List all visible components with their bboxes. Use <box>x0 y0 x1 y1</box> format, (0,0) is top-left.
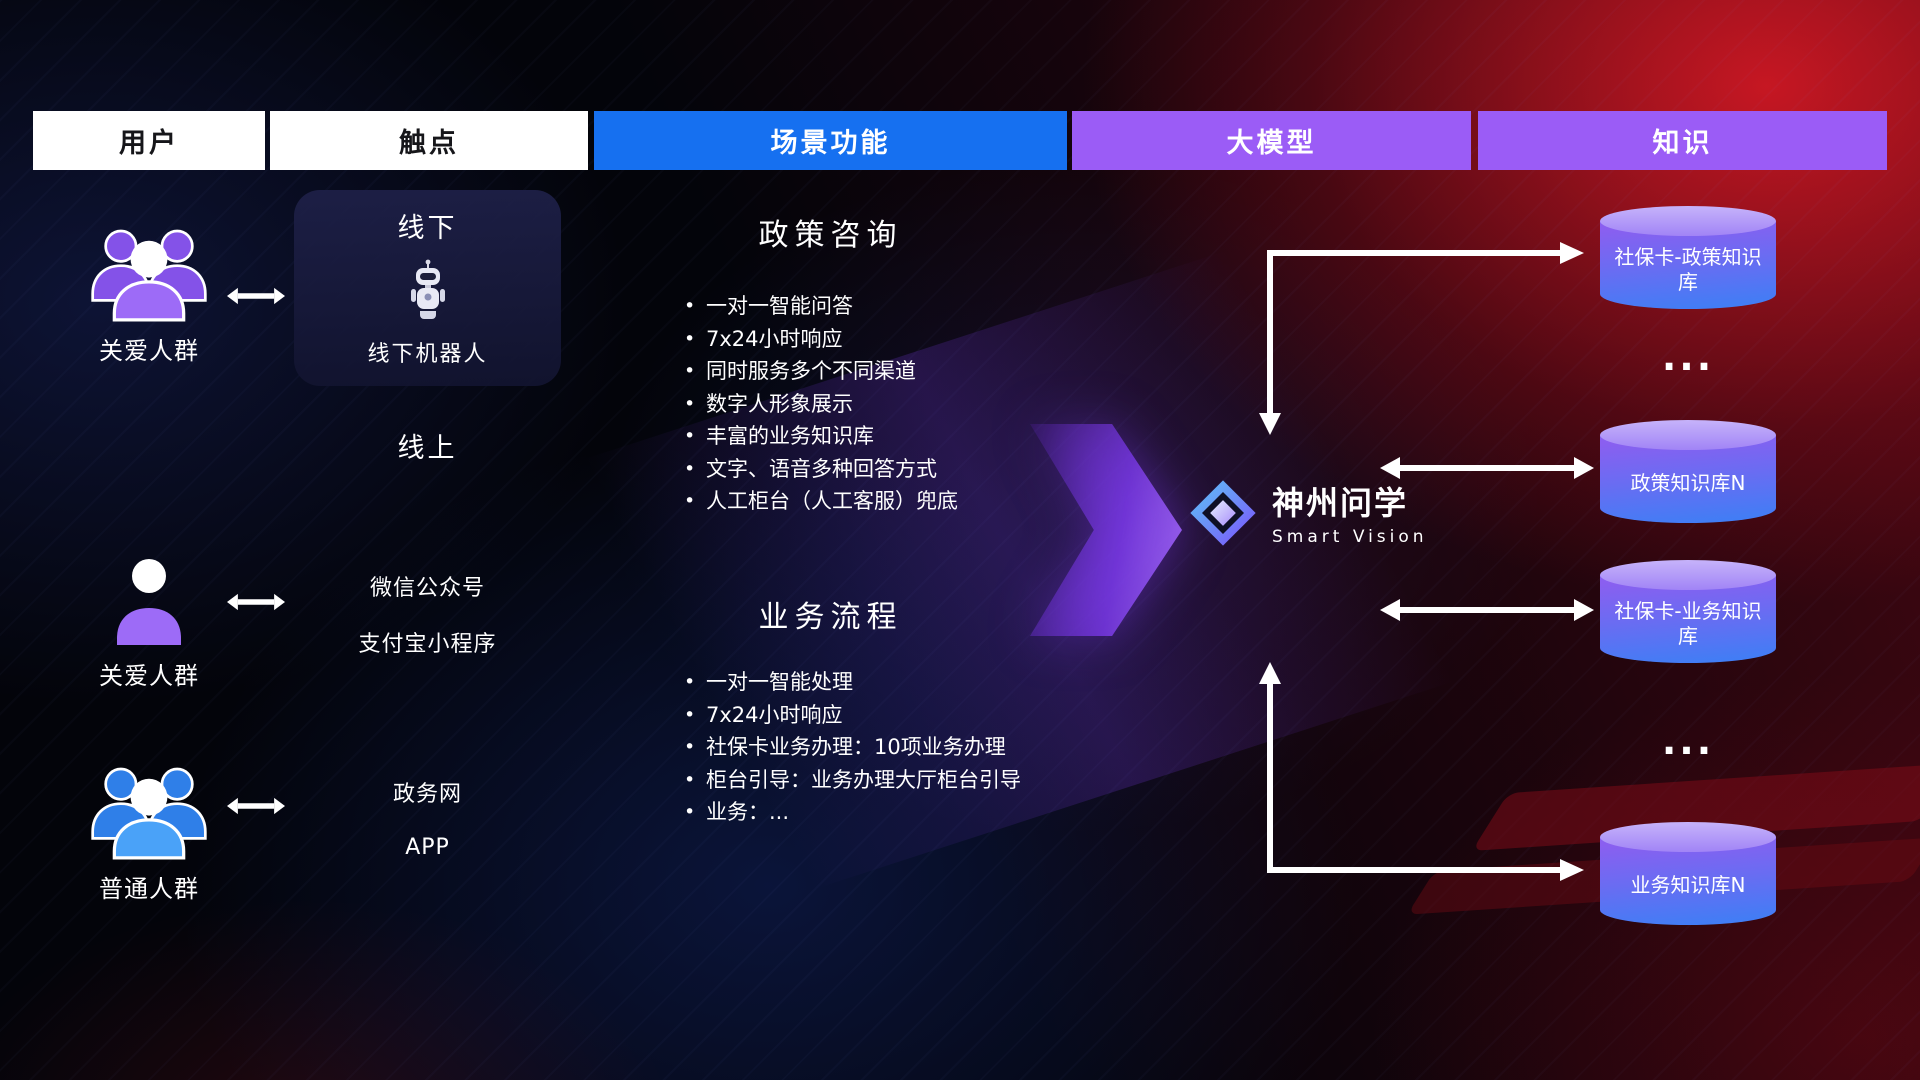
list-item: 7x24小时响应 <box>682 699 1021 732</box>
flow-arrow-shape <box>1030 424 1182 636</box>
knowledge-db-business-ssc: 社保卡-业务知识库 <box>1600 560 1776 663</box>
knowledge-ellipsis: ... <box>1661 335 1715 379</box>
knowledge-db-policy-n: 政策知识库N <box>1600 420 1776 523</box>
connector-double-arrow-policy-n <box>1380 457 1594 479</box>
knowledge-db-business-n: 业务知识库N <box>1600 822 1776 925</box>
channel-gov-web: 政务网 <box>392 782 462 807</box>
user-group-general: 普通人群 <box>77 756 221 904</box>
brand-name: 神州问学 <box>1272 484 1409 522</box>
channel-alipay: 支付宝小程序 <box>358 632 497 657</box>
robot-icon <box>410 259 445 319</box>
list-item: 丰富的业务知识库 <box>682 420 958 453</box>
user-label: 关爱人群 <box>99 662 199 690</box>
column-header-knowledge: 知识 <box>1478 111 1887 170</box>
offline-touchpoint-card: 线下 线下机器人 <box>294 190 561 386</box>
db-label: 社保卡-政策知识库 <box>1614 244 1762 294</box>
db-label: 社保卡-业务知识库 <box>1614 598 1762 648</box>
list-item: 人工柜台（人工客服）兜底 <box>682 485 958 518</box>
knowledge-db-policy-ssc: 社保卡-政策知识库 <box>1600 206 1776 309</box>
brand-text: 神州问学 Smart Vision <box>1272 478 1428 547</box>
column-header-touchpoints: 触点 <box>270 111 588 170</box>
user-label: 普通人群 <box>99 875 199 903</box>
list-item: 柜台引导：业务办理大厅柜台引导 <box>682 764 1021 797</box>
single-user-icon <box>117 559 181 645</box>
list-item: 7x24小时响应 <box>682 323 958 356</box>
list-item: 社保卡业务办理：10项业务办理 <box>682 731 1021 764</box>
user-label: 关爱人群 <box>99 337 199 365</box>
group-users-icon <box>91 229 207 322</box>
user-single-care-online: 关爱人群 <box>77 551 221 691</box>
connector-double-arrow-business <box>1380 599 1594 621</box>
list-item: 数字人形象展示 <box>682 388 958 421</box>
offline-title: 线下 <box>397 213 458 244</box>
group-users-icon <box>91 767 207 860</box>
scenario-title-business: 业务流程 <box>758 600 903 635</box>
policy-feature-list: 一对一智能问答 7x24小时响应 同时服务多个不同渠道 数字人形象展示 丰富的业… <box>682 290 958 518</box>
db-label: 业务知识库N <box>1630 873 1746 897</box>
flow-arrow <box>1030 424 1182 636</box>
column-header-scenarios: 场景功能 <box>594 111 1067 170</box>
column-header-users: 用户 <box>33 111 265 170</box>
list-item: 业务：... <box>682 796 1021 829</box>
connector-elbow-top <box>1259 242 1584 435</box>
knowledge-ellipsis: ... <box>1661 719 1715 763</box>
scenario-title-policy: 政策咨询 <box>758 218 903 253</box>
online-title: 线上 <box>397 433 458 464</box>
list-item: 文字、语音多种回答方式 <box>682 453 958 486</box>
bidirectional-arrow-icon <box>227 797 285 815</box>
connector-elbow-bottom <box>1259 662 1584 881</box>
business-feature-list: 一对一智能处理 7x24小时响应 社保卡业务办理：10项业务办理 柜台引导：业务… <box>682 666 1021 829</box>
offline-robot-label: 线下机器人 <box>367 342 488 367</box>
brand-subtitle: Smart Vision <box>1272 527 1428 547</box>
channel-app: APP <box>405 835 450 860</box>
db-label: 政策知识库N <box>1630 471 1746 495</box>
bidirectional-arrow-icon <box>227 593 285 611</box>
column-header-model: 大模型 <box>1072 111 1471 170</box>
user-group-care-offline: 关爱人群 <box>77 218 221 366</box>
list-item: 一对一智能处理 <box>682 666 1021 699</box>
list-item: 一对一智能问答 <box>682 290 958 323</box>
brand-logo: 神州问学 Smart Vision <box>1188 478 1428 548</box>
channel-wechat: 微信公众号 <box>369 576 485 601</box>
bidirectional-arrow-icon <box>227 287 285 305</box>
list-item: 同时服务多个不同渠道 <box>682 355 958 388</box>
brand-logo-icon <box>1190 480 1256 546</box>
